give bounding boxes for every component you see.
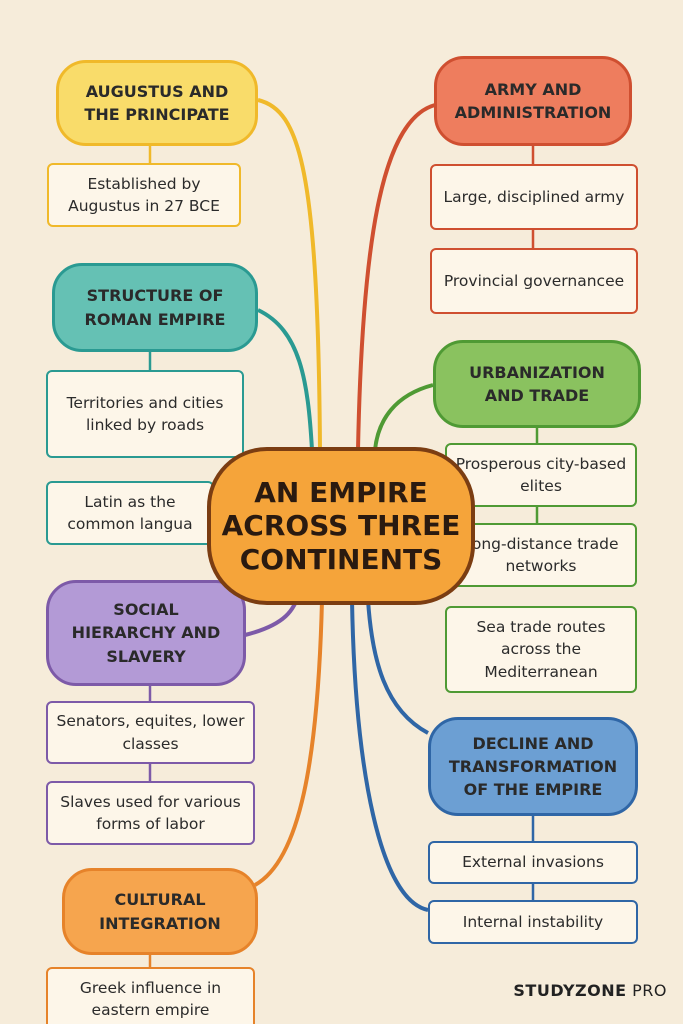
- leaf-decline-instability: Internal instability: [428, 900, 638, 944]
- leaf-urban-sea-routes: Sea trade routes across the Mediterranea…: [445, 606, 637, 693]
- leaf-structure-latin: Latin as the common langua: [46, 481, 214, 545]
- leaf-decline-invasions: External invasions: [428, 841, 638, 884]
- connector-cultural: [254, 599, 324, 887]
- leaf-augustus-established: Established by Augustus in 27 BCE: [47, 163, 241, 227]
- leaf-cultural-greek: Greek influence in eastern empire: [46, 967, 255, 1024]
- connector-decline: [366, 599, 429, 735]
- leaf-army-disciplined: Large, disciplined army: [430, 164, 638, 230]
- branch-augustus: AUGUSTUS AND THE PRINCIPATE: [56, 60, 258, 146]
- connector-augustus: [257, 98, 322, 451]
- branch-urban: URBANIZATION AND TRADE: [433, 340, 641, 428]
- leaf-social-classes: Senators, equites, lower classes: [46, 701, 255, 764]
- connector-urban: [373, 383, 434, 451]
- branch-structure: STRUCTURE OF ROMAN EMPIRE: [52, 263, 258, 352]
- branch-decline: DECLINE AND TRANSFORMATION OF THE EMPIRE: [428, 717, 638, 816]
- brand-name: STUDYZONE: [513, 981, 627, 1000]
- leaf-social-slaves: Slaves used for various forms of labor: [46, 781, 255, 845]
- branch-cultural: CULTURAL INTEGRATION: [62, 868, 258, 955]
- brand-suffix: PRO: [626, 981, 667, 1000]
- leaf-army-provincial: Provincial governancee: [430, 248, 638, 314]
- central-topic: AN EMPIRE ACROSS THREE CONTINENTS: [207, 447, 475, 605]
- connector-army: [356, 103, 436, 451]
- branch-social: SOCIAL HIERARCHY AND SLAVERY: [46, 580, 246, 686]
- leaf-urban-networks: Long-distance trade networks: [445, 523, 637, 587]
- connector-decline-lower: [350, 599, 429, 912]
- branch-army: ARMY AND ADMINISTRATION: [434, 56, 632, 146]
- brand-logo: STUDYZONE PRO: [513, 981, 667, 1000]
- leaf-structure-roads: Territories and cities linked by roads: [46, 370, 244, 458]
- leaf-urban-elites: Prosperous city-based elites: [445, 443, 637, 507]
- connector-structure: [257, 308, 314, 451]
